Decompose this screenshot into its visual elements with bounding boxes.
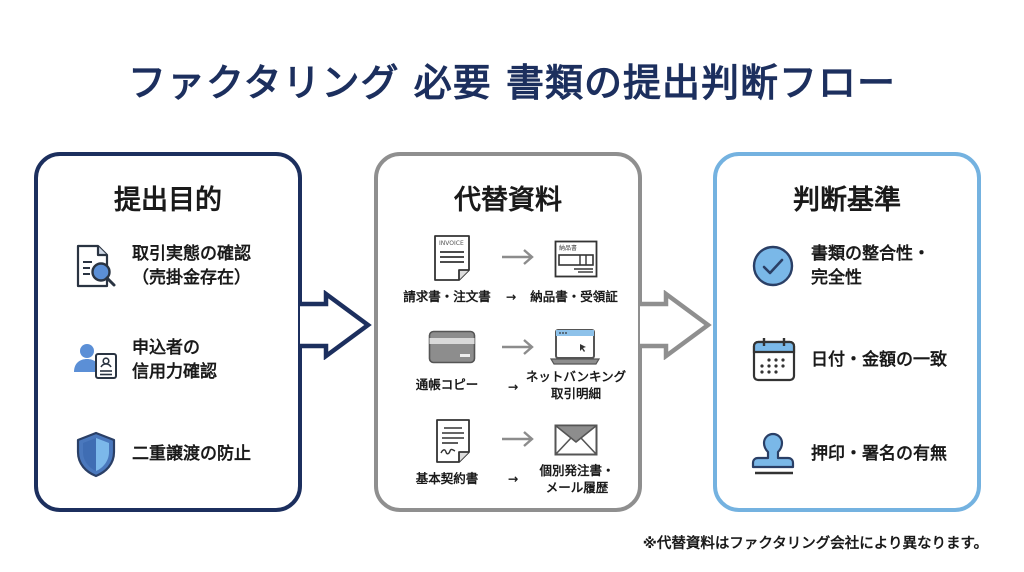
item-text: 取引実態の確認 （売掛金存在） (132, 244, 251, 288)
list-item: 取引実態の確認 （売掛金存在） (72, 242, 251, 290)
delivery-note-icon-label: 納品書 (559, 244, 577, 252)
panel-submission-purpose: 提出目的 取引実態の確認 （売掛金存在） 申込者の 信用力確認 (34, 152, 302, 512)
from-label: 基本契約書 (415, 471, 479, 486)
check-circle-icon (752, 245, 794, 287)
panel-title: 提出目的 (114, 185, 222, 216)
item-text: 書類の整合性・ 完全性 (811, 244, 930, 288)
flow-arrow-2-to-3 (640, 290, 712, 360)
bankbook-card-icon (428, 330, 476, 364)
invoice-icon-label: INVOICE (439, 240, 464, 247)
item-text: 押印・署名の有無 (811, 444, 947, 464)
to-label: ネットバンキング 取引明細 (525, 369, 627, 401)
from-label: 請求書・注文書 (403, 289, 491, 304)
page-title: ファクタリング 必要 書類の提出判断フロー (128, 61, 896, 105)
from-label: 通帳コピー (415, 377, 479, 392)
arrow-right-icon (502, 249, 534, 265)
calendar-icon (752, 338, 796, 382)
arrow-label: → (507, 379, 519, 394)
panel-judgment-criteria: 判断基準 書類の整合性・ 完全性 日付・金額の一致 押印・署名の有無 (713, 152, 981, 512)
to-label: 個別発注書・ メール履歴 (539, 463, 615, 495)
envelope-icon (554, 424, 598, 456)
shield-icon (76, 431, 116, 478)
laptop-browser-icon (550, 329, 600, 365)
item-text: 二重譲渡の防止 (132, 444, 251, 464)
flow-arrow-1-to-2 (300, 290, 372, 360)
delivery-note-icon: 納品書 (554, 240, 598, 278)
contract-document-icon (436, 419, 470, 463)
arrow-right-icon (502, 431, 534, 447)
panel-title: 判断基準 (793, 185, 901, 216)
invoice-icon: INVOICE (434, 235, 470, 281)
footnote: ※代替資料はファクタリング会社により異なります。 (642, 536, 988, 552)
arrow-label: → (507, 471, 519, 486)
arrow-label: → (505, 289, 517, 304)
panel-title: 代替資料 (454, 185, 562, 216)
list-item: 申込者の 信用力確認 (72, 336, 217, 384)
list-item: 二重譲渡の防止 (72, 430, 251, 478)
item-text: 日付・金額の一致 (811, 350, 947, 370)
list-item: 書類の整合性・ 完全性 (751, 242, 930, 290)
to-label: 納品書・受領証 (530, 289, 618, 304)
item-text: 申込者の 信用力確認 (132, 338, 217, 382)
list-item: 押印・署名の有無 (751, 430, 947, 478)
stamp-icon (751, 432, 795, 475)
user-id-card-icon (74, 344, 117, 379)
document-search-icon (76, 244, 116, 288)
list-item: 日付・金額の一致 (751, 336, 947, 384)
panel-alternative-documents: 代替資料 INVOICE 納品書 請求書・注文書 → 納品書・受領証 (374, 152, 642, 512)
arrow-right-icon (502, 339, 534, 355)
